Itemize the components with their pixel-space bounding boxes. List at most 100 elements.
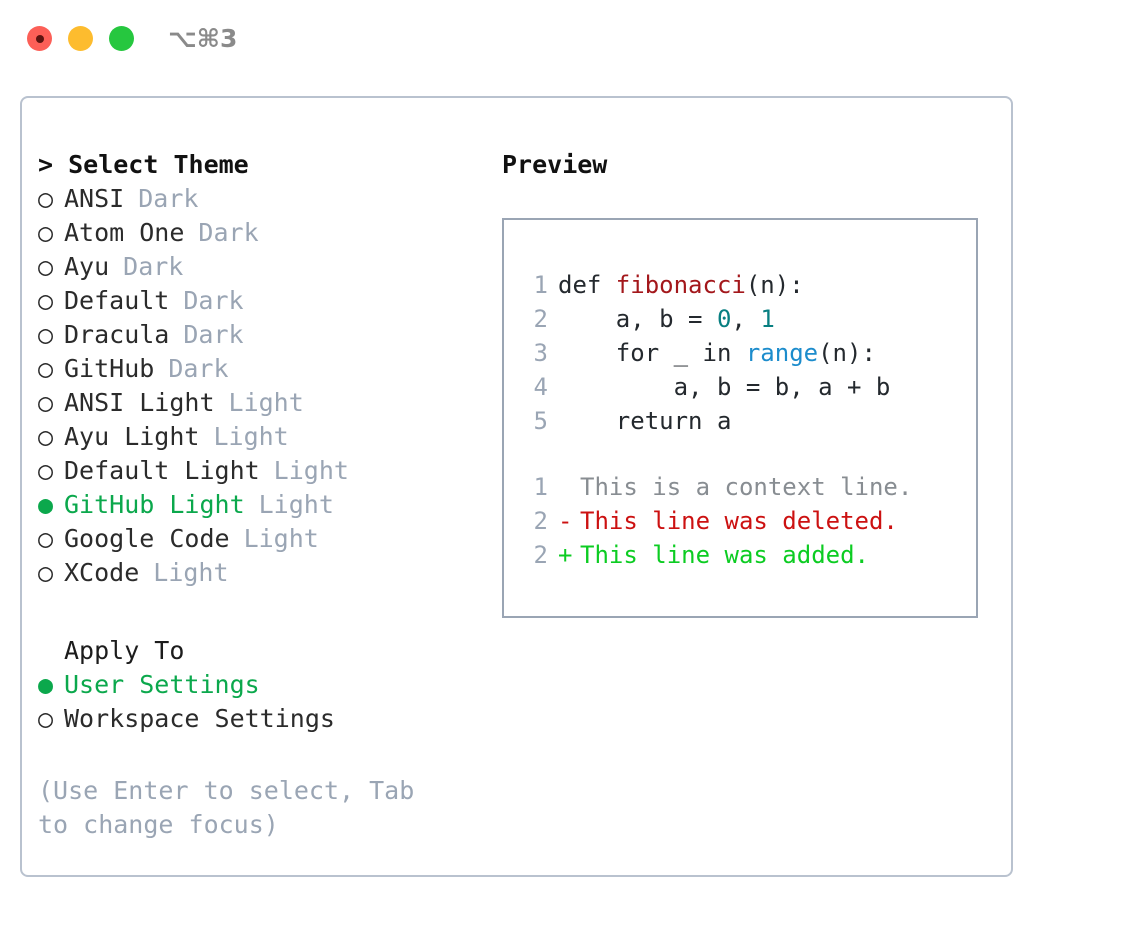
line-number: 3 [533,339,548,367]
theme-item[interactable]: ○ ANSI Dark [38,182,488,216]
apply-to-label: Apply To [64,636,185,665]
code-token-plain: (n): [818,339,876,367]
diff-line-text: This line was added. [580,541,869,569]
theme-item-label: Dracula [64,320,170,349]
maximize-button[interactable] [109,26,134,51]
keyboard-hint-text: (Use Enter to select, Tab to change focu… [38,776,430,839]
diff-line-text: This line was deleted. [580,507,898,535]
theme-item-variant-badge: Light [243,524,319,553]
code-line-text: a, b = 0, 1 [558,302,775,336]
theme-selector-header: > Select Theme [38,150,249,179]
radio-unselected-icon: ○ [38,388,54,417]
theme-item[interactable]: ○ Ayu Dark [38,250,488,284]
code-token-plain: (n): [745,271,804,299]
line-number: 5 [533,407,548,435]
radio-unselected-icon: ○ [38,184,54,213]
theme-item[interactable]: ○ Atom One Dark [38,216,488,250]
line-number: 1 [533,473,548,501]
theme-item-variant-badge: Dark [123,252,184,281]
line-number: 2 [533,305,548,333]
code-diff-spacer [516,438,976,470]
radio-unselected-icon: ○ [38,422,54,451]
diff-line-add: 2+This line was added. [516,538,976,572]
apply-to-option-label: User Settings [64,670,260,699]
theme-item[interactable]: ● GitHub Light Light [38,488,488,522]
code-line: 4 a, b = b, a + b [516,370,976,404]
theme-item-label: GitHub [64,354,155,383]
line-number: 4 [533,373,548,401]
code-token-plain: a, b = b, a + b [558,373,891,401]
code-token-func: fibonacci [615,271,746,299]
theme-item-variant-badge: Dark [168,354,229,383]
theme-item-variant-badge: Light [273,456,349,485]
theme-item-label: Google Code [64,524,230,553]
close-button[interactable] [27,26,52,51]
apply-to-option[interactable]: ● User Settings [38,668,488,702]
code-token-plain: for _ in [558,339,746,367]
theme-item[interactable]: ○ Google Code Light [38,522,488,556]
code-line: 5 return a [516,404,976,438]
theme-item-variant-badge: Dark [198,218,259,247]
theme-item[interactable]: ○ Default Light Light [38,454,488,488]
theme-item-label: GitHub Light [64,490,245,519]
code-token-plain: a, b = [558,305,717,333]
keyboard-shortcut-label: ⌥⌘3 [168,24,238,53]
theme-item-label: ANSI Light [64,388,215,417]
theme-item[interactable]: ○ Default Dark [38,284,488,318]
radio-unselected-icon: ○ [38,286,54,315]
theme-item-label: Default [64,286,170,315]
theme-item-variant-badge: Light [153,558,229,587]
diff-marker [558,470,580,504]
theme-item-label: XCode [64,558,140,587]
theme-item-variant-badge: Light [228,388,304,417]
theme-item-variant-badge: Light [258,490,334,519]
radio-unselected-icon: ○ [38,524,54,553]
theme-item-variant-badge: Dark [183,286,244,315]
radio-unselected-icon: ○ [38,252,54,281]
radio-selected-icon: ● [38,490,54,519]
code-token-plain: return a [558,407,732,435]
theme-item-label: Ayu Light [64,422,200,451]
theme-item-label: ANSI [64,184,125,213]
diff-marker: - [558,507,573,535]
radio-unselected-icon: ○ [38,218,54,247]
theme-item-label: Atom One [64,218,185,247]
theme-item[interactable]: ○ ANSI Light Light [38,386,488,420]
diff-line-del: 2-This line was deleted. [516,504,976,538]
theme-item-variant-badge: Dark [183,320,244,349]
apply-to-option-label: Workspace Settings [64,704,335,733]
apply-to-group: Apply To ● User Settings ○ Workspace Settin… [38,634,488,736]
code-line-text: for _ in range(n): [558,336,876,370]
window-controls [27,26,134,51]
diff-line-text: This is a context line. [580,473,913,501]
theme-item-variant-badge: Dark [138,184,199,213]
code-line: 2 a, b = 0, 1 [516,302,976,336]
code-line-text: return a [558,404,732,438]
radio-selected-icon: ● [38,670,54,699]
minimize-button[interactable] [68,26,93,51]
line-number: 1 [533,271,548,299]
code-line: 1 def fibonacci(n): [516,268,976,302]
radio-unselected-icon: ○ [38,456,54,485]
code-line-text: def fibonacci(n): [558,268,804,302]
code-line-text: a, b = b, a + b [558,370,891,404]
apply-to-option[interactable]: ○ Workspace Settings [38,702,488,736]
code-token-number: 1 [760,305,775,333]
apply-to-list: ● User Settings ○ Workspace Settings [38,668,488,736]
title-bar: ⌥⌘3 [0,0,1140,78]
code-token-plain: , [731,305,761,333]
theme-item-label: Ayu [64,252,110,281]
line-number: 2 [533,541,548,569]
radio-unselected-icon: ○ [38,704,54,733]
code-token-number: 0 [716,305,732,333]
theme-item-label: Default Light [64,456,260,485]
code-line: 3 for _ in range(n): [516,336,976,370]
